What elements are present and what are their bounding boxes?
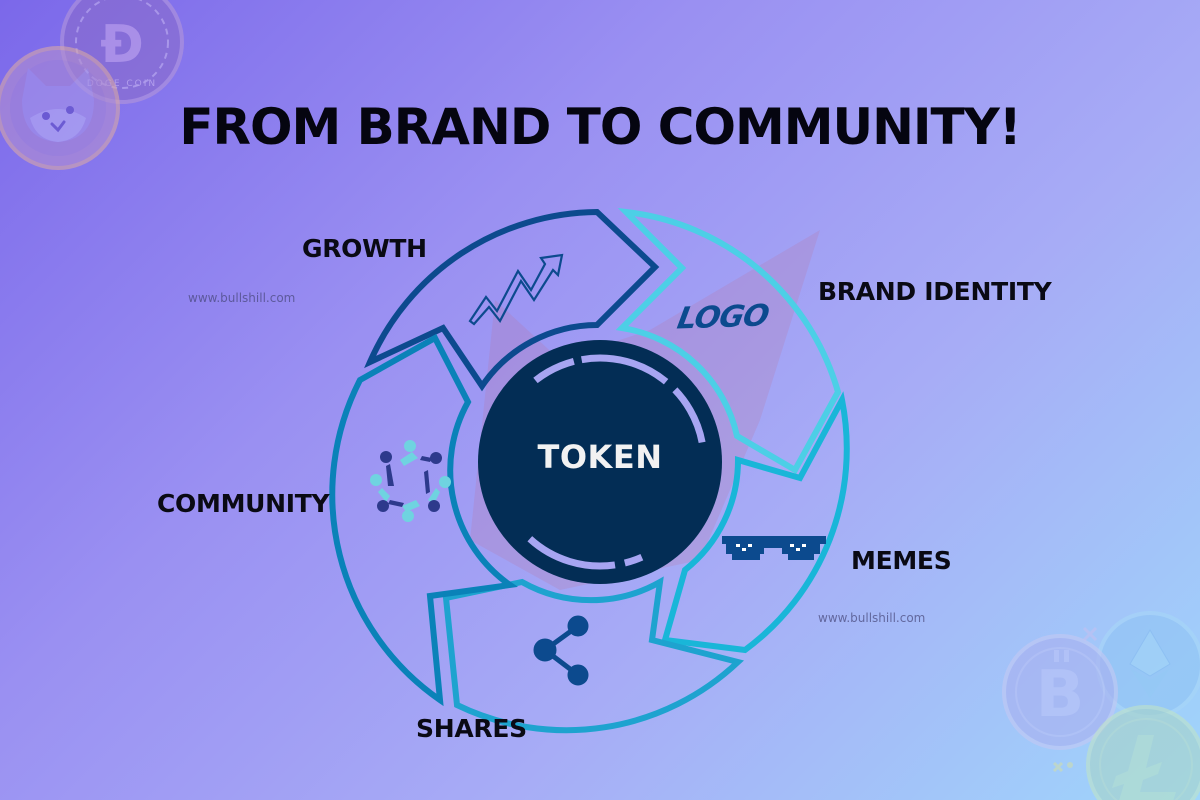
- bitcoin-coin-icon: B: [1002, 634, 1118, 750]
- people-circle-icon: [370, 440, 451, 522]
- label-brand-identity: BRAND IDENTITY: [818, 277, 1052, 306]
- trend-arrow-icon: [468, 253, 564, 326]
- ethereum-coin-icon: [1096, 611, 1200, 719]
- token-label: TOKEN: [537, 438, 663, 476]
- label-community: COMMUNITY: [157, 489, 330, 518]
- watermark-text: www.bullshill.com: [188, 291, 296, 305]
- watermark-text: www.bullshill.com: [818, 611, 926, 625]
- page-title: FROM BRAND TO COMMUNITY!: [179, 98, 1021, 156]
- share-icon: [533, 615, 589, 686]
- svg-text:DOGE COIN: DOGE COIN: [87, 79, 157, 89]
- segment-memes[interactable]: [661, 391, 850, 654]
- segment-growth[interactable]: [364, 208, 660, 392]
- svg-text:B: B: [1036, 658, 1085, 732]
- segment-shares[interactable]: [442, 576, 745, 734]
- segment-community[interactable]: [329, 333, 518, 707]
- label-growth: GROWTH: [302, 234, 427, 263]
- svg-text:Đ: Đ: [100, 15, 144, 75]
- shiba-coin-icon: [0, 46, 120, 170]
- segment-brand-identity[interactable]: [615, 208, 842, 475]
- token-center[interactable]: [458, 320, 742, 604]
- litecoin-coin-icon: [1086, 705, 1200, 800]
- label-shares: SHARES: [416, 714, 527, 743]
- pixel-sunglasses-icon: [722, 536, 826, 560]
- logo-icon: LOGO: [674, 298, 772, 337]
- label-memes: MEMES: [851, 546, 952, 575]
- sparkle-icon: [1052, 626, 1098, 773]
